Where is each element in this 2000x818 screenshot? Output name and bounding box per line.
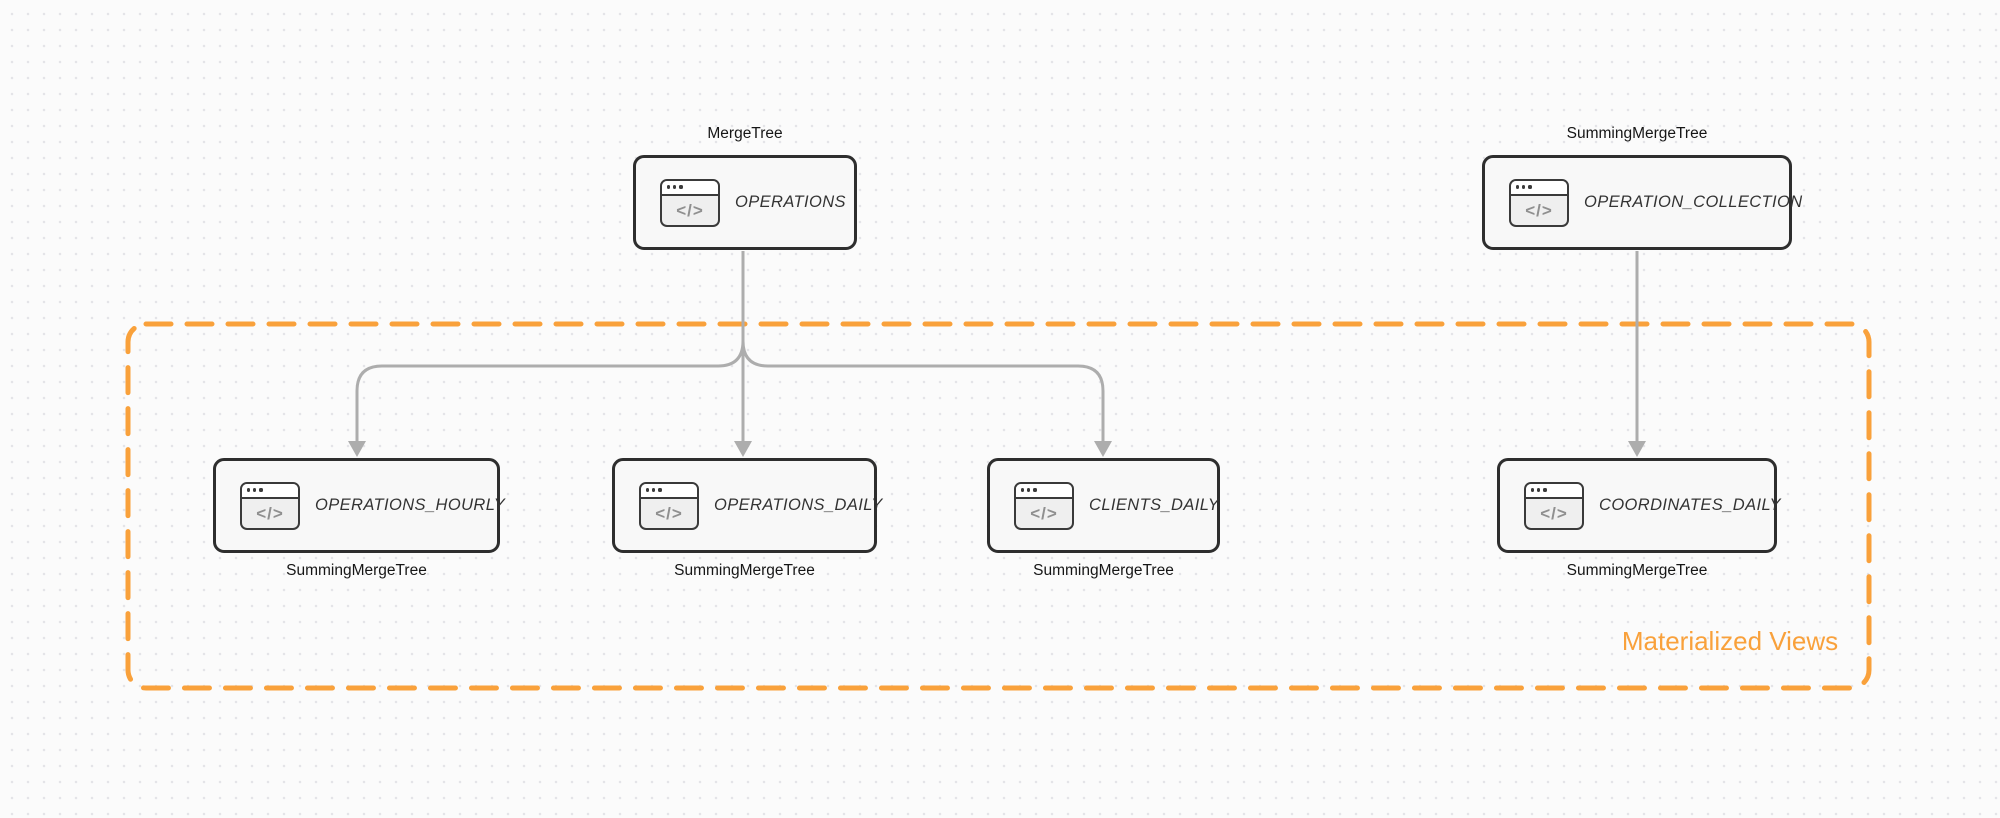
window-bar (1526, 483, 1582, 499)
engine-label-operations-hourly: SummingMergeTree (286, 562, 427, 579)
code-window-icon: </> (1524, 481, 1584, 530)
arrowhead-coordinates-daily (1628, 441, 1646, 457)
window-dot (1531, 488, 1535, 492)
code-glyph: </> (256, 503, 284, 523)
window-bar (1016, 483, 1072, 499)
code-window-icon: </> (1509, 178, 1569, 227)
node-label: OPERATIONS (735, 193, 846, 211)
node-coordinates-daily[interactable]: </> COORDINATES_DAILY (1497, 458, 1781, 553)
window-dot (652, 488, 656, 492)
window-dot (646, 488, 650, 492)
arrowhead-operations-daily (734, 441, 752, 457)
window-dot (1543, 488, 1547, 492)
node-label: OPERATION_COLLECTION (1584, 193, 1803, 211)
node-label: OPERATIONS_HOURLY (315, 496, 506, 514)
code-glyph: </> (676, 200, 704, 220)
window-dot (1516, 185, 1520, 189)
materialized-views-label: Materialized Views (1621, 626, 1839, 656)
window-dot (1021, 488, 1025, 492)
edge-operations-to-operations-hourly[interactable] (355, 251, 745, 441)
node-label: CLIENTS_DAILY (1089, 496, 1220, 514)
node-operation-collection[interactable]: </> OPERATION_COLLECTION (1482, 155, 1802, 250)
arrowhead-clients-daily (1094, 441, 1112, 457)
code-window-icon: </> (639, 481, 699, 530)
node-label: OPERATIONS_DAILY (714, 496, 883, 514)
materialized-views-group-outline[interactable] (125, 321, 1872, 691)
window-dot (247, 488, 251, 492)
window-dot (667, 185, 671, 189)
node-operations[interactable]: </> OPERATIONS (633, 155, 857, 250)
node-operations-daily[interactable]: </> OPERATIONS_DAILY (612, 458, 882, 553)
window-dot (673, 185, 677, 189)
engine-label-coordinates-daily: SummingMergeTree (1566, 562, 1708, 579)
engine-label-operations-daily: SummingMergeTree (674, 562, 815, 579)
arrowhead-operations-hourly (348, 441, 366, 457)
node-label: COORDINATES_DAILY (1599, 496, 1781, 514)
edge-operations-to-clients-daily[interactable] (741, 251, 1105, 441)
window-dot (1027, 488, 1031, 492)
code-glyph: </> (1030, 503, 1058, 523)
code-glyph: </> (1525, 200, 1553, 220)
engine-label-operations: MergeTree (707, 125, 783, 142)
window-dot (1033, 488, 1037, 492)
window-dot (1537, 488, 1541, 492)
window-dot (1528, 185, 1532, 189)
window-dot (679, 185, 683, 189)
engine-label-operation-collection: SummingMergeTree (1566, 125, 1708, 142)
code-glyph: </> (1540, 503, 1568, 523)
window-bar (662, 180, 718, 196)
code-window-icon: </> (240, 481, 300, 530)
window-bar (242, 483, 298, 499)
node-operations-hourly[interactable]: </> OPERATIONS_HOURLY (213, 458, 505, 553)
window-dot (259, 488, 263, 492)
node-clients-daily[interactable]: </> CLIENTS_DAILY (987, 458, 1220, 553)
window-bar (641, 483, 697, 499)
window-dot (658, 488, 662, 492)
engine-label-clients-daily: SummingMergeTree (1033, 562, 1174, 579)
window-dot (253, 488, 257, 492)
code-window-icon: </> (660, 178, 720, 227)
code-glyph: </> (655, 503, 683, 523)
code-window-icon: </> (1014, 481, 1074, 530)
window-bar (1511, 180, 1567, 196)
window-dot (1522, 185, 1526, 189)
